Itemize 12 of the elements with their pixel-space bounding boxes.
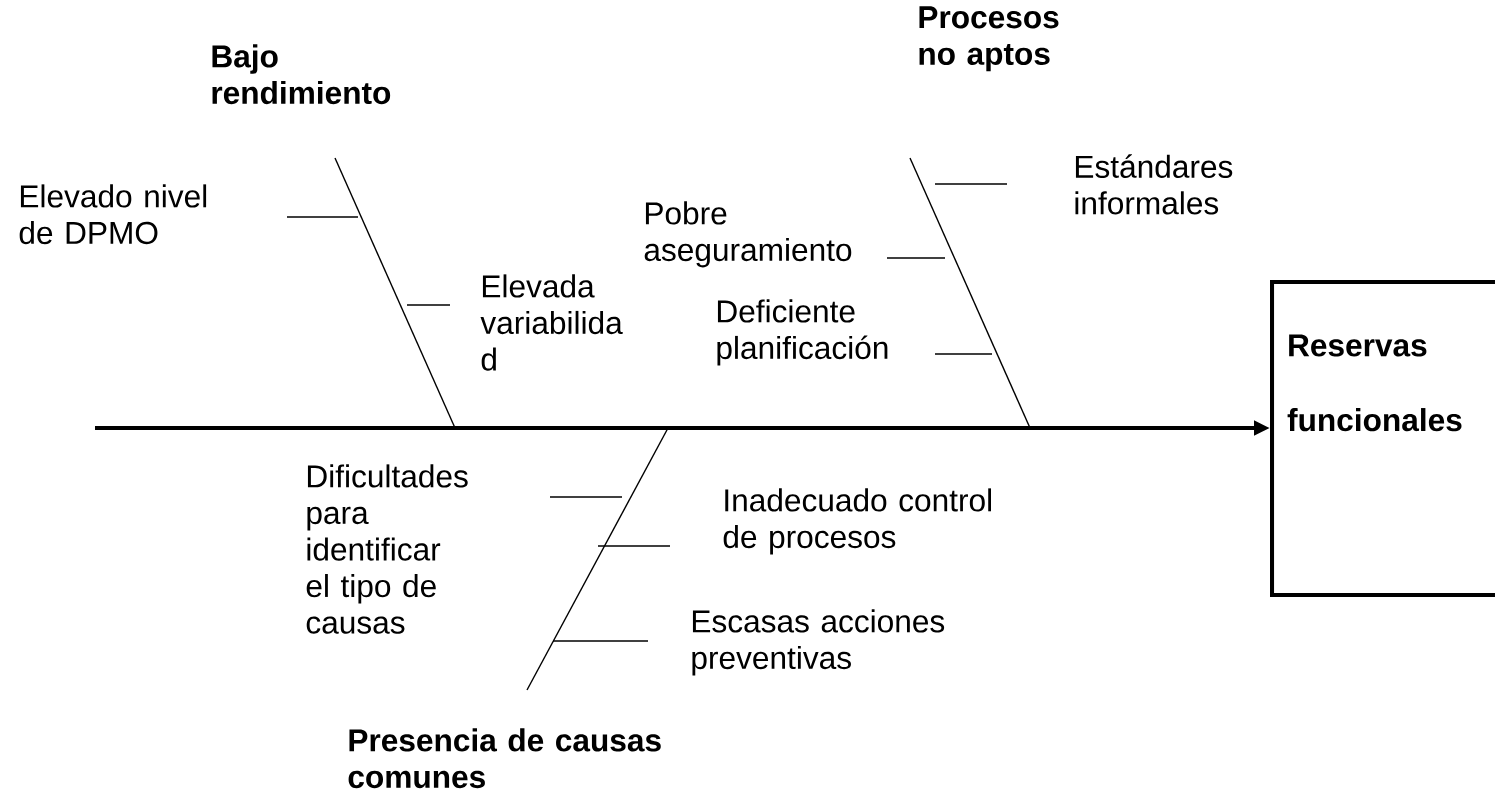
category-label: Presencia de causas comunes bbox=[348, 728, 661, 789]
cause-label: Elevada variabilida d bbox=[480, 274, 623, 371]
cause-label: Estándares informales bbox=[1075, 154, 1233, 215]
cause-label: Escasas acciones preventivas bbox=[692, 609, 945, 676]
cause-label: Pobre aseguramiento bbox=[644, 201, 852, 268]
cause-label: Inadecuado control de procesos bbox=[723, 488, 991, 555]
effect-box: Reservas funcionales bbox=[1270, 280, 1495, 598]
category-label: Bajo rendimiento bbox=[212, 44, 391, 105]
cause-label: Deficiente planificación bbox=[717, 299, 888, 366]
cause-label: Dificultades para identificar el tipo de causas bbox=[306, 464, 468, 634]
category-label: Procesos no aptos bbox=[919, 6, 1059, 72]
cause-label: Elevado nivel de DPMO bbox=[19, 184, 207, 245]
